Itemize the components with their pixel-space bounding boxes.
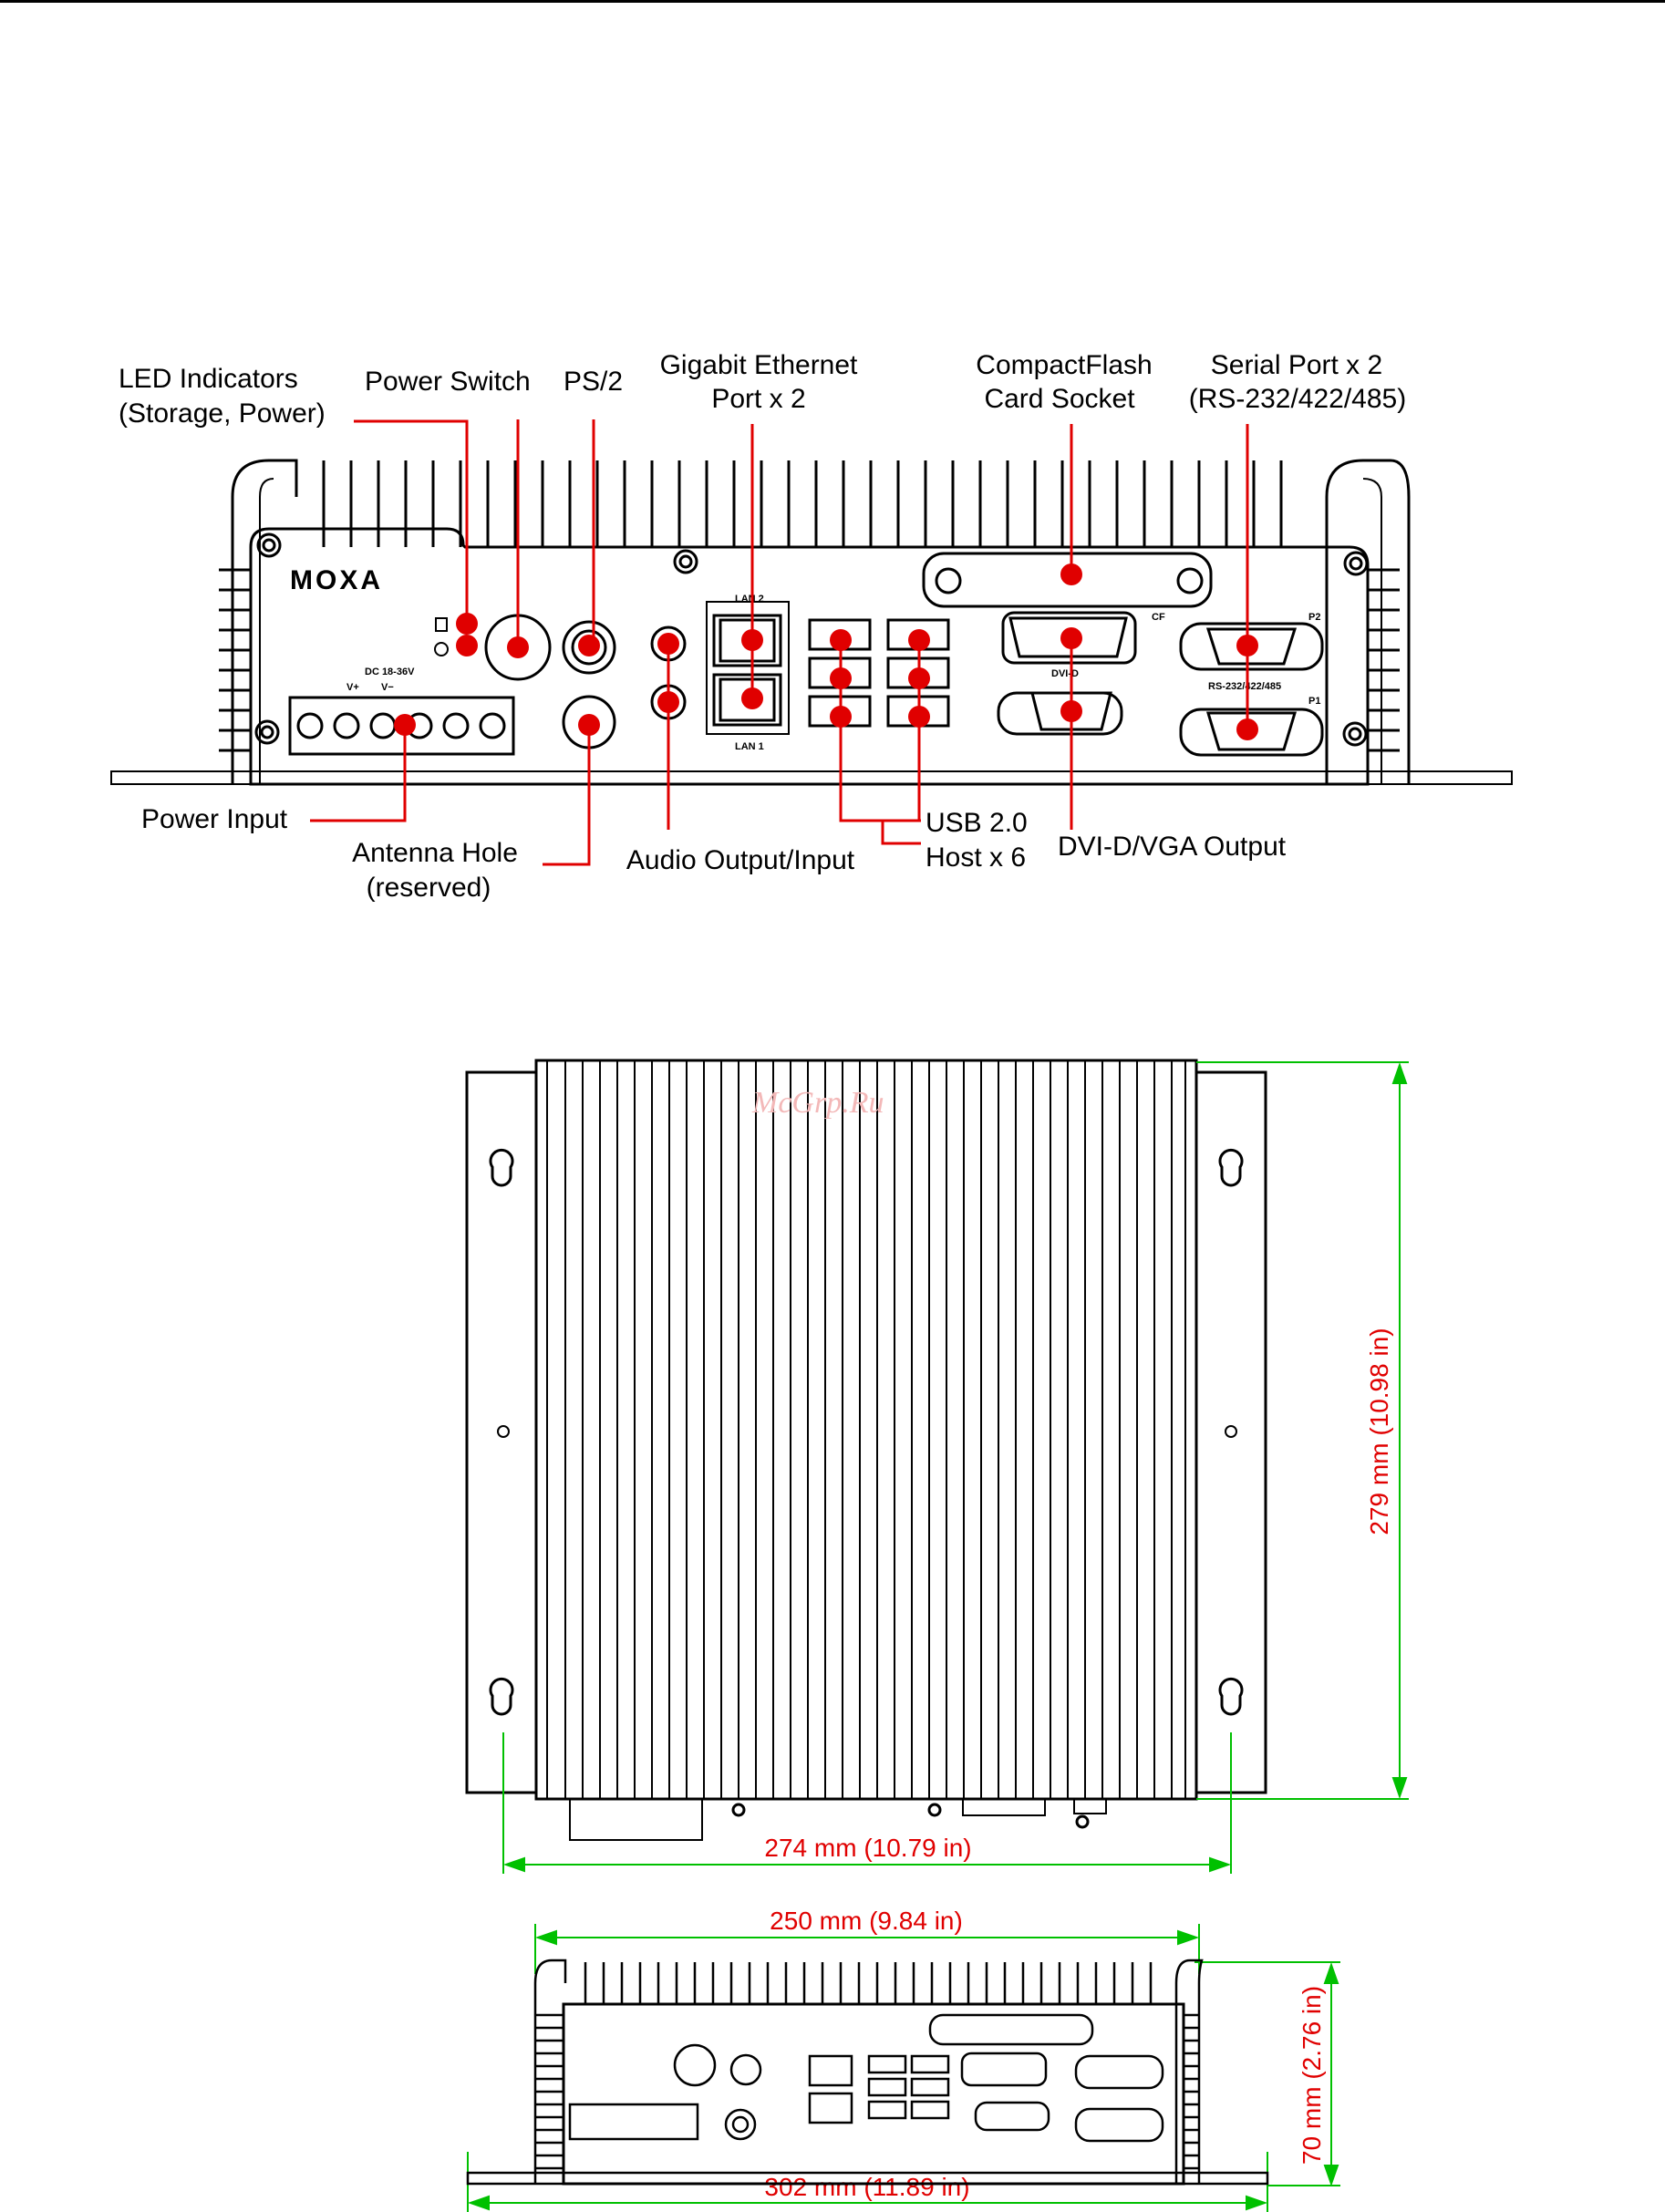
label-dvi-vga: DVI-D/VGA Output [1058, 832, 1287, 862]
callout-dot [657, 633, 679, 655]
dim-depth: 279 mm (10.98 in) [1365, 1328, 1393, 1535]
front-view-small [466, 1959, 1269, 2186]
callout-dot [507, 636, 529, 658]
dc-voltage-label: DC 18-36V [365, 667, 415, 677]
callout-dot [578, 635, 600, 656]
dim-height: 70 mm (2.76 in) [1298, 1986, 1326, 2165]
terminal-screw [442, 712, 470, 739]
rs-label: RS-232/422/485 [1208, 681, 1281, 692]
lan2-label: LAN 2 [735, 594, 764, 605]
label-power-switch: Power Switch [365, 367, 531, 397]
callout-dot [394, 714, 416, 736]
dimension-lines [467, 1061, 1409, 2212]
label-led-line1: LED Indicators [119, 364, 298, 394]
callout-dot [741, 687, 763, 709]
callout-dot [908, 667, 930, 689]
callout-labels: LED Indicators (Storage, Power) Power Sw… [119, 350, 1406, 903]
top-view [465, 1059, 1267, 1841]
label-serial-line2: (RS-232/422/485) [1189, 384, 1406, 414]
callout-dot [908, 629, 930, 651]
label-usb-line1: USB 2.0 [926, 808, 1028, 838]
callout-dots [394, 563, 1258, 740]
label-cf-line2: Card Socket [984, 384, 1135, 414]
callout-dot [1236, 635, 1258, 656]
callout-dot [1060, 627, 1082, 649]
callout-dot [1060, 700, 1082, 722]
dim-total-width: 302 mm (11.89 in) [764, 2173, 969, 2201]
terminal-screw [296, 712, 324, 739]
page-top-rule [0, 0, 1665, 3]
label-antenna-line1: Antenna Hole [352, 838, 518, 868]
callout-dot [578, 714, 600, 736]
label-ethernet-line2: Port x 2 [711, 384, 805, 414]
label-antenna-line2: (reserved) [367, 873, 491, 903]
label-serial-line1: Serial Port x 2 [1211, 350, 1382, 380]
label-usb-line2: Host x 6 [926, 842, 1026, 873]
callout-dot [456, 613, 478, 635]
callout-lines [310, 419, 1249, 866]
callout-dot [657, 691, 679, 713]
label-power-input: Power Input [141, 804, 288, 834]
p1-label: P1 [1308, 696, 1320, 707]
callout-dot [830, 706, 852, 728]
p2-label: P2 [1308, 612, 1320, 623]
label-ethernet-line1: Gigabit Ethernet [660, 350, 858, 380]
dvi-label: DVI-D [1051, 668, 1079, 679]
moxa-logo: MOXA [290, 565, 383, 595]
terminal-screw [479, 712, 506, 739]
callout-dot [830, 629, 852, 651]
label-cf-line1: CompactFlash [976, 350, 1152, 380]
front-panel-view [110, 459, 1513, 786]
callout-dot [908, 706, 930, 728]
label-ps2: PS/2 [564, 367, 623, 397]
terminal-screw [333, 712, 360, 739]
label-led-line2: (Storage, Power) [119, 398, 326, 429]
v-plus-label: V+ [346, 682, 359, 693]
v-minus-label: V− [381, 682, 394, 693]
callout-dot [1060, 563, 1082, 585]
callout-dot [830, 667, 852, 689]
callout-dot [1236, 718, 1258, 740]
terminal-screw [369, 712, 397, 739]
dim-mount-width: 274 mm (10.79 in) [764, 1834, 971, 1862]
watermark: McGrp.Ru [751, 1086, 884, 1120]
lan1-label: LAN 1 [735, 741, 764, 752]
callout-dot [741, 629, 763, 651]
label-audio: Audio Output/Input [626, 845, 855, 875]
cf-label: CF [1152, 612, 1165, 623]
dim-body-width: 250 mm (9.84 in) [770, 1907, 963, 1935]
callout-dot [456, 635, 478, 656]
